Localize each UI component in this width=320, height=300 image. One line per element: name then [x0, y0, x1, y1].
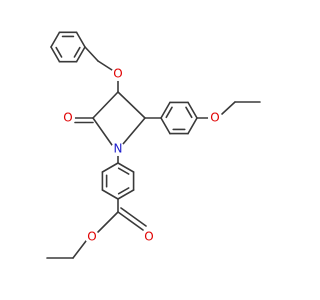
carbonyl-oxygen-atom: O [61, 111, 75, 125]
phenyl-ring-double-0 [73, 46, 81, 58]
ester-oc-bond [97, 211, 119, 233]
benzoate-ring-double-0 [117, 187, 130, 195]
lactam-nitrogen-atom: N [111, 142, 125, 156]
bonds [46, 31, 261, 259]
benzoate-ring-bond-4 [117, 162, 135, 173]
ester-co-bond [117, 211, 144, 231]
ester-o-ch2-bond [72, 240, 87, 259]
atom-labels: O O N O O O [61, 67, 222, 244]
lactam-c3-c2-bond [117, 91, 146, 119]
ester-ether-oxygen-atom: O [85, 230, 99, 244]
benzoate-ring-bond-0 [117, 189, 135, 200]
ethoxy-oxygen-label: O [210, 111, 219, 125]
phenyl-ring-bond-2 [50, 46, 61, 63]
ethoxyphenyl-ring-double-5 [185, 106, 193, 119]
ethoxyphenyl-ring-bond-2 [160, 117, 171, 135]
benzoate-ring-bond-1 [101, 189, 119, 200]
ethoxyphenyl-ring-bond-3 [160, 101, 171, 119]
phenyl-ring-bond-5 [75, 31, 86, 48]
phenyl-o-bond-2 [97, 60, 113, 71]
carbonyl-oxygen-label: O [63, 111, 72, 125]
ring-oxygen-label: O [113, 67, 122, 81]
lactam-nitrogen-label: N [114, 142, 123, 156]
ester-carbonyl-oxygen-atom: O [142, 230, 156, 244]
benzoate-ring-bond-3 [101, 162, 119, 173]
structure-drawing: O O N O O O [46, 31, 261, 259]
benzoate-ring-double-4 [117, 167, 130, 175]
phenyl-ring-double-2 [55, 46, 63, 58]
ester-co-double-bond [120, 207, 147, 227]
lactam-n-c4-bond [92, 117, 113, 146]
phenyl-ring-bond-0 [75, 46, 86, 63]
ethoxyphenyl-ring-bond-5 [187, 101, 198, 119]
ethoxy-oxygen-atom: O [208, 111, 222, 125]
molecule-diagram: O O N O O O [46, 31, 261, 259]
ethoxyphenyl-ring-bond-0 [187, 117, 198, 135]
ring-oxygen-atom: O [111, 67, 125, 81]
ethoxyphenyl-ring-double-3 [165, 106, 173, 119]
ester-ether-oxygen-label: O [87, 230, 96, 244]
ester-carbonyl-oxygen-label: O [144, 230, 153, 244]
ethoxy-ch2-bond [221, 101, 236, 115]
phenyl-ring-bond-3 [50, 31, 61, 48]
phenyl-o-bond [84, 46, 99, 62]
lactam-c2-n-bond [122, 117, 146, 145]
lactam-c4-c3-bond [92, 91, 119, 119]
